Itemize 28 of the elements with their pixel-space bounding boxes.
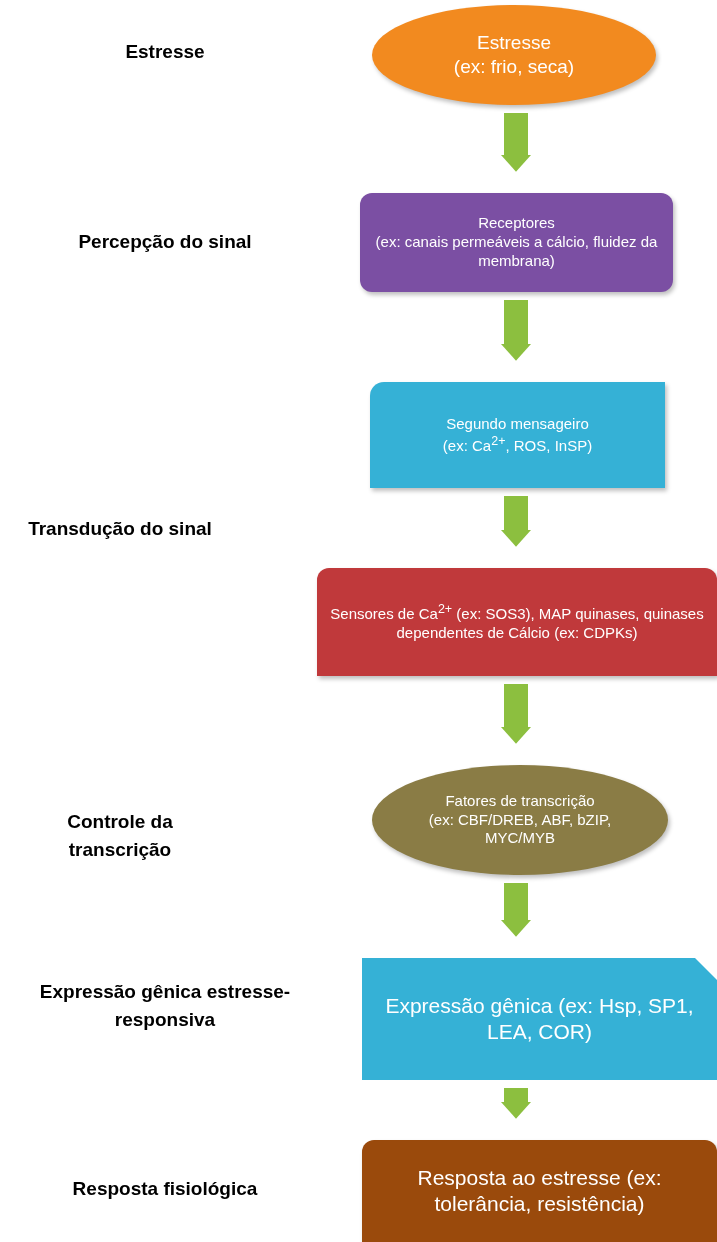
block-arrow bbox=[501, 684, 531, 744]
block-arrow bbox=[501, 883, 531, 937]
stress-response-box bbox=[362, 1140, 717, 1242]
stage-label: Controle da transcrição bbox=[66, 810, 174, 862]
block-arrow bbox=[501, 496, 531, 547]
stage-label: Transdução do sinal bbox=[27, 517, 213, 541]
node-text: Segundo mensageiro bbox=[446, 414, 589, 434]
node-text: (ex: CBF/DREB, ABF, bZIP, MYC/MYB bbox=[427, 810, 613, 849]
block-arrow bbox=[501, 300, 531, 361]
node-text: Receptores bbox=[478, 214, 555, 234]
node-text: Sensores de Ca$^{2+}$ (ex: SOS3), MAP quinases, quinases dependentes de Cálcio (ex: CDPKs) bbox=[329, 601, 705, 643]
block-arrow bbox=[501, 1088, 531, 1119]
stage-label: Estresse bbox=[124, 40, 206, 64]
stage-label: Expressão gênica estresse-responsiva bbox=[38, 980, 292, 1032]
node-text: (ex: canais permeáveis a cálcio, fluidez da membrana) bbox=[374, 233, 659, 271]
node-text: (ex: frio, seca) bbox=[453, 55, 575, 79]
block-arrow bbox=[501, 113, 531, 172]
node-text: Resposta ao estresse (ex: tolerância, resistência) bbox=[416, 1164, 663, 1217]
sensor-box bbox=[317, 568, 717, 676]
node-text: Fatores de transcrição bbox=[445, 791, 595, 811]
stage-label: Resposta fisiológica bbox=[71, 1177, 259, 1201]
stage-label: Percepção do sinal bbox=[77, 230, 253, 254]
receptor-box bbox=[360, 193, 673, 292]
node-text: Expressão gênica (ex: Hsp, SP1, LEA, COR) bbox=[384, 992, 695, 1045]
node-text: Estresse bbox=[477, 31, 551, 55]
messenger-box bbox=[370, 382, 665, 488]
gene-expression-box bbox=[362, 958, 717, 1080]
node-text: (ex: Ca$^{2+}$, ROS, InSP) bbox=[442, 433, 593, 456]
